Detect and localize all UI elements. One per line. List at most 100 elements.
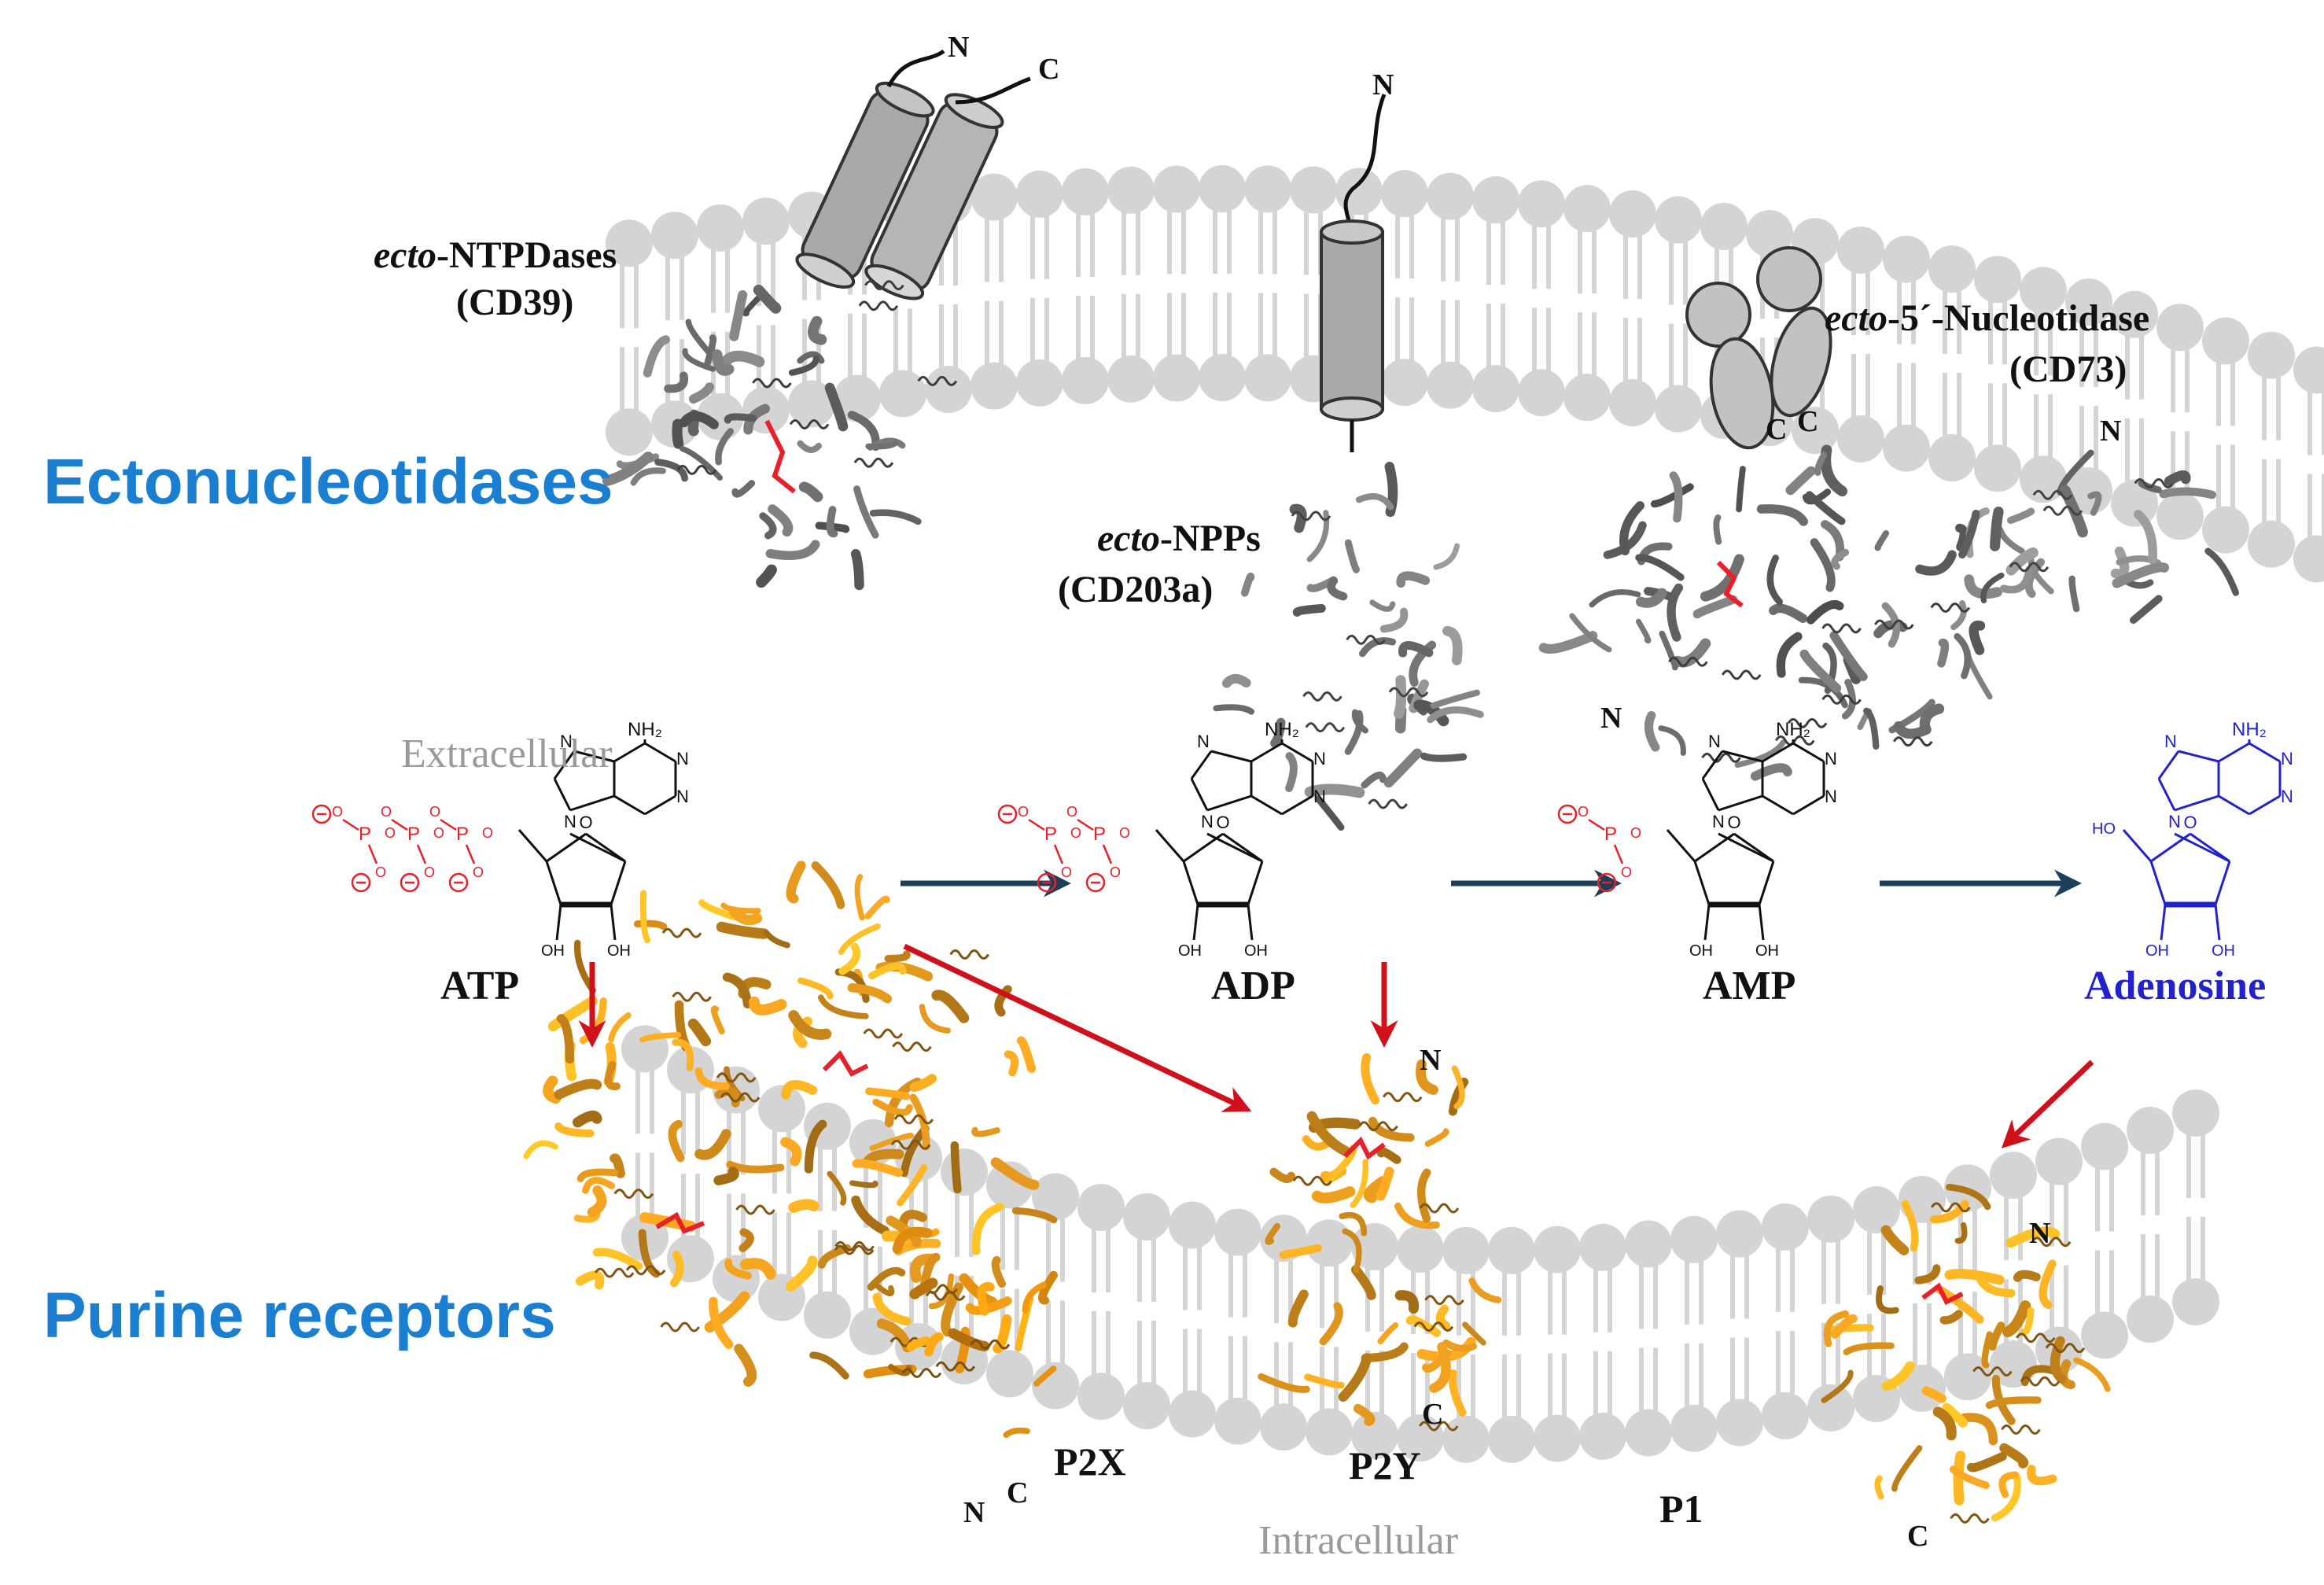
phosphate-oxygen: O (1066, 804, 1077, 820)
ribbon-strand (1311, 1186, 1356, 1203)
ring-oxygen: O (1727, 813, 1740, 832)
ribbon-strand (809, 1351, 849, 1380)
ribbon-strand (1635, 554, 1685, 581)
ring-nitrogen: N (2164, 732, 2177, 751)
phosphorus-atom: P (1604, 824, 1617, 845)
ribbon-strand (1377, 1322, 1399, 1345)
ribbon-loop (1424, 1295, 1464, 1306)
lipid-head (1716, 1399, 1763, 1447)
lipid-head (1518, 369, 1565, 417)
ribbon-loop (660, 1321, 700, 1333)
ribbon-loop (901, 1368, 942, 1379)
ribbon-strand (639, 1032, 682, 1043)
ribbon-strand (838, 923, 881, 956)
ribbon-strand (756, 564, 777, 588)
bridge-oxygen: O (385, 825, 396, 841)
ligand-marks (655, 419, 1964, 1306)
ribbon-strand (710, 1005, 725, 1035)
ribbon-strand (1921, 1386, 1946, 1403)
ribbon-strand (1449, 1369, 1467, 1417)
label-p1: P1 (1659, 1487, 1703, 1531)
ribbon-strand (1396, 571, 1431, 588)
ribbon-loop (834, 1240, 875, 1251)
ribbon-loop (2016, 1333, 2056, 1344)
ribbon-strand (1376, 1147, 1401, 1164)
ribbon-strand (604, 1060, 621, 1090)
ribbon-strand (1823, 1310, 1850, 1347)
lipid-head (2081, 1122, 2128, 1170)
ribbon-strand (1874, 530, 1890, 551)
lipid-head (1518, 180, 1565, 228)
ribbon-strand (1821, 520, 1845, 562)
phosphate-oxygen: O (473, 864, 484, 880)
lipid-head (1381, 359, 1428, 407)
lipid-head (2081, 1311, 2128, 1359)
ribbon-strand (1603, 521, 1647, 559)
ribbon-strand (2039, 1259, 2057, 1310)
ribbon-strand (608, 1012, 632, 1043)
ribbon-strand (1831, 548, 1850, 570)
ribbon-loop (1419, 1203, 1460, 1214)
ribbon-strand (909, 1277, 938, 1299)
terminus-c-cd39: C (1038, 53, 1059, 86)
ribbon-loop (890, 1139, 931, 1150)
ribbon-strand (849, 1180, 878, 1189)
ribbon-strand (668, 1119, 685, 1163)
ribbon-loop (1668, 656, 1708, 667)
ribbon-loop (752, 378, 792, 389)
ribbon-strand (1569, 613, 1612, 653)
phosphorus-atom: P (359, 824, 371, 845)
ribbon-strand (1416, 1168, 1431, 1223)
lipid-head (1609, 190, 1656, 238)
ribbon-strand (868, 962, 907, 980)
lipid-head (2035, 1137, 2083, 1185)
ribbon-strand (1368, 1116, 1415, 1142)
lipid-head (1077, 1373, 1125, 1420)
ribbon-strand (1213, 704, 1255, 715)
ribbon-loop (1950, 1513, 1990, 1524)
terminus-n-cd73-left: N (1600, 702, 1622, 735)
ribbon-loop (1346, 634, 1386, 645)
ribbon-strand (1830, 1314, 1858, 1339)
lipid-head (1883, 235, 1930, 283)
ribbon-loop (1930, 1202, 1971, 1213)
ribbon-strand (847, 411, 880, 452)
ribbon-strand (928, 1274, 955, 1310)
amine-group: NH₂ (628, 719, 662, 740)
ribbon-strand (853, 485, 879, 539)
label-adp: ADP (1211, 964, 1295, 1008)
lipid-head (1563, 374, 1611, 422)
phosphate-oxygen: O (1061, 864, 1072, 880)
ribbon-strand (1468, 1277, 1502, 1303)
lipid-head (697, 204, 744, 252)
ribbon-strand (1394, 1290, 1420, 1314)
lipid-head (2156, 304, 2204, 352)
ribbon-loop (1701, 752, 1741, 763)
ribbon-loop (893, 1114, 934, 1125)
ribbon-strand (2007, 507, 2035, 525)
ribbon-loop (1388, 687, 1429, 698)
ribbon-strand (523, 1140, 558, 1159)
phosphate-oxygen: O (332, 804, 343, 820)
ribbon-strand (1954, 632, 1972, 680)
ribbon-strand (827, 1170, 847, 1206)
ring-nitrogen: N (2281, 787, 2293, 806)
ribbon-strand (698, 899, 738, 921)
ribbon-strand (797, 440, 823, 453)
ribbon-strand (1975, 1273, 2016, 1298)
ribbon-strand (1292, 603, 1326, 617)
hydroxyl-group: OH (2212, 942, 2235, 960)
ribbon-strand (1022, 1281, 1047, 1314)
lipid-head (1762, 1203, 1809, 1251)
ribbon-strand (2164, 470, 2191, 486)
lipid-head (1928, 245, 1976, 293)
ribbon-strand (718, 350, 765, 370)
ribbon-strand (633, 920, 668, 931)
region-intracellular: Intracellular (1258, 1518, 1458, 1563)
ribbon-loop (1305, 722, 1346, 733)
ribbon-strand (1955, 523, 1969, 551)
ribbon-strand (1376, 1167, 1394, 1201)
ribbon-strand (1658, 725, 1686, 756)
